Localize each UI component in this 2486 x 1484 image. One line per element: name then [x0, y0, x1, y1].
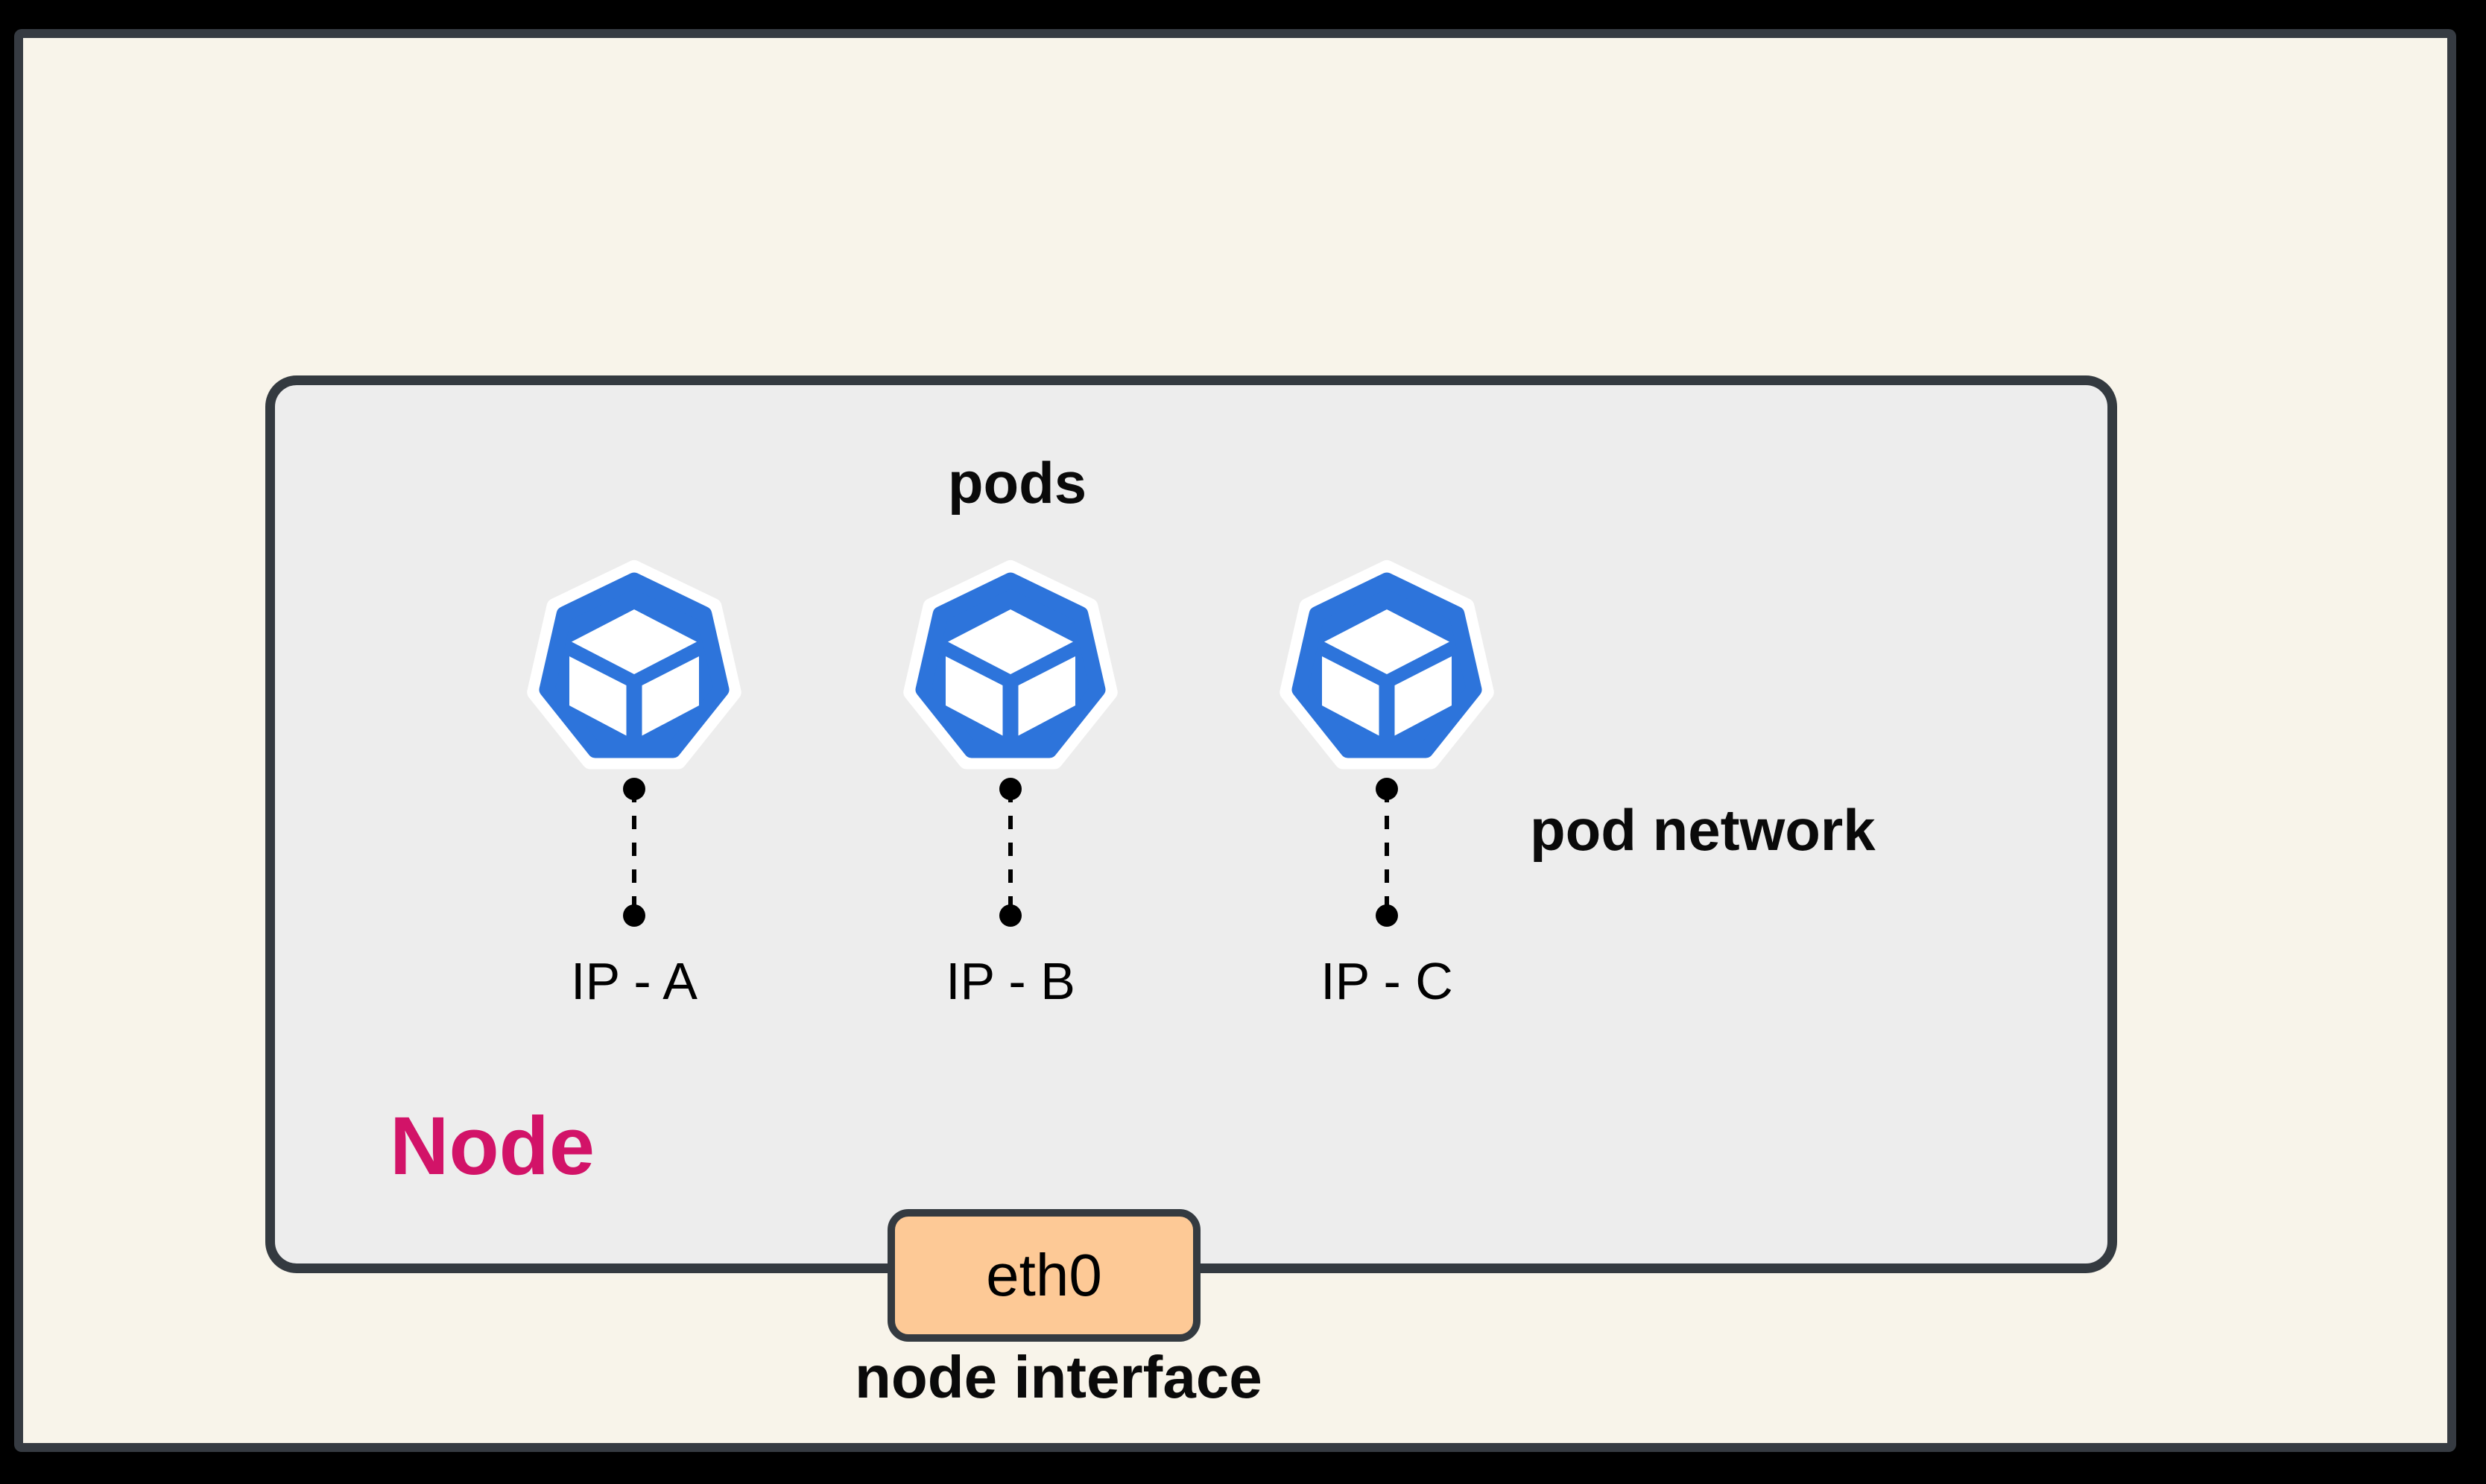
ip-endpoint-dot [999, 904, 1022, 927]
pod-ip-connector-dashed-line [632, 789, 636, 916]
pod-ip-connector-dashed-line [1385, 789, 1389, 916]
pod-ip-label-b: IP - B [946, 952, 1075, 1010]
kubernetes-pod-icon [527, 560, 741, 770]
node-container [265, 375, 2117, 1273]
kubernetes-pod-icon [1280, 560, 1494, 770]
kubernetes-pod-icon [903, 560, 1118, 770]
eth0-label: eth0 [986, 1242, 1102, 1308]
diagram-canvas: pods IP - A IP - B [14, 29, 2456, 1452]
ip-endpoint-dot [1376, 904, 1398, 927]
pod-ip-label-c: IP - C [1321, 952, 1453, 1010]
pod-ip-connector-dashed-line [1008, 789, 1013, 916]
pod-group-c: IP - C [1275, 558, 1499, 1010]
ip-endpoint-dot [623, 904, 645, 927]
node-label: Node [390, 1100, 595, 1192]
pod-group-b: IP - B [899, 558, 1122, 1010]
pod-network-label: pod network [1530, 797, 1876, 863]
pod-group-a: IP - A [522, 558, 746, 1010]
eth0-interface-box: eth0 [888, 1209, 1201, 1342]
pods-title: pods [947, 450, 1087, 516]
pod-ip-label-a: IP - A [571, 952, 698, 1010]
node-interface-label: node interface [855, 1344, 1262, 1410]
